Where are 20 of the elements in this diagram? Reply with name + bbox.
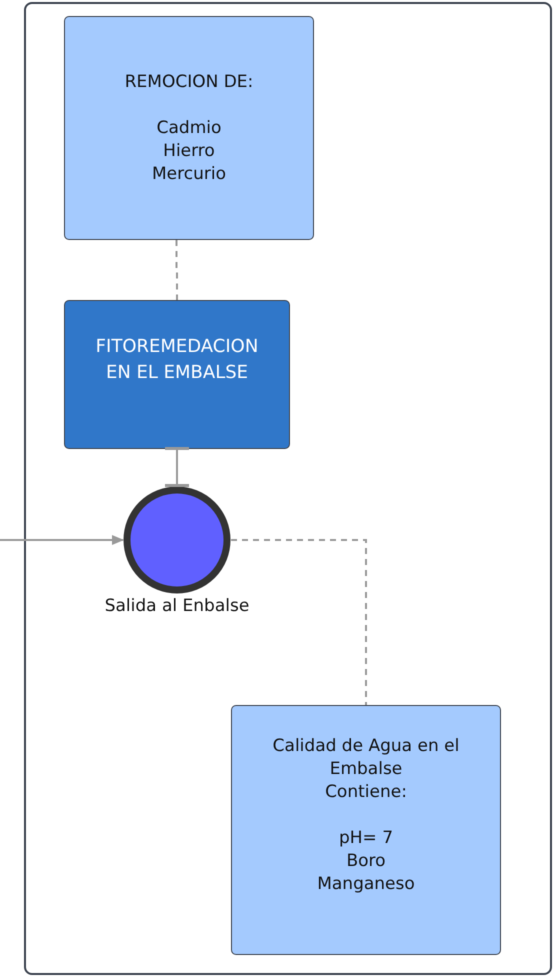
node-text: Manganeso [317, 872, 415, 896]
node-text: Contiene: [325, 780, 407, 804]
arrow [0, 535, 124, 545]
node-text: Boro [346, 850, 386, 872]
node-text: Calidad de Agua en el Embalse [272, 734, 460, 780]
node-text: Mercurio [152, 162, 226, 186]
process-box [231, 705, 501, 955]
process-box [64, 300, 290, 449]
connector-line [176, 240, 178, 300]
node-text: pH= 7 [338, 826, 394, 850]
node-text: Hierro [163, 140, 215, 162]
endpoint-circle [123, 486, 231, 594]
node-text: REMOCION DE: [124, 70, 254, 94]
process-box [64, 16, 314, 240]
connector-line [231, 539, 367, 705]
node-text: FITOREMEDACION EN EL EMBALSE [94, 334, 260, 384]
container-frame [24, 2, 552, 975]
connector-line [165, 447, 189, 487]
node-text: Cadmio [156, 116, 222, 140]
node-caption: Salida al Enbalse [104, 595, 250, 618]
